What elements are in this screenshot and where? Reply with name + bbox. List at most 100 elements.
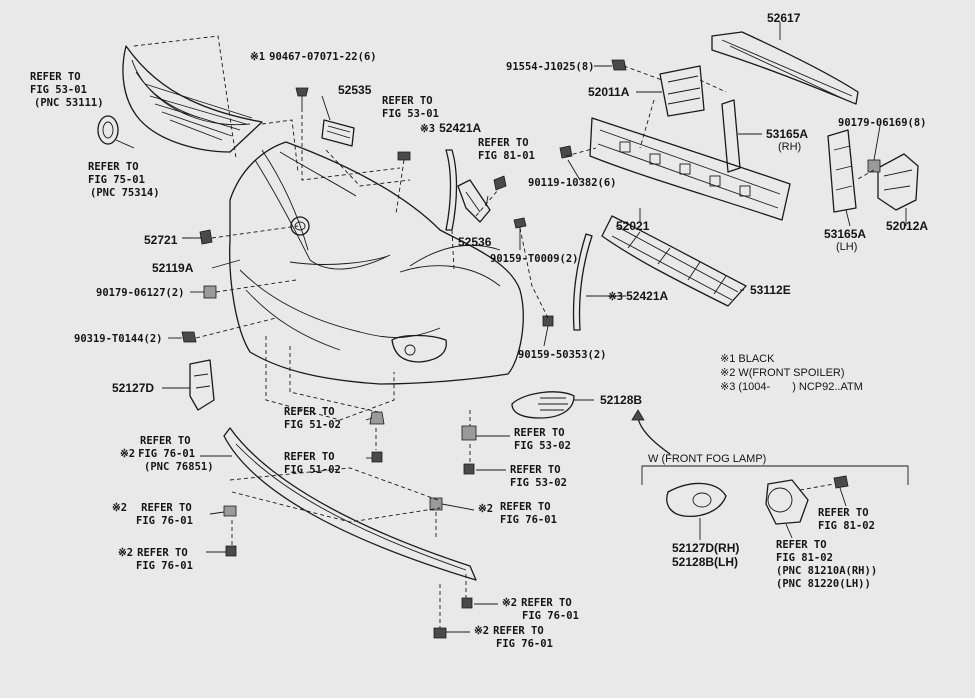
bracket-52536 [457, 179, 491, 223]
ref-pnc-81220: (PNC 81220(LH)) [776, 578, 871, 590]
label-52119a: 52119A [152, 261, 194, 275]
ref-pnc-53111: (PNC 53111) [34, 97, 104, 109]
bracket-52011a [659, 65, 705, 117]
label-rh: (RH) [778, 141, 801, 153]
fog-cover-52128b [511, 391, 575, 419]
ref-fig-53-02a-b: FIG 53-02 [514, 440, 571, 452]
label-52011a: 52011A [588, 85, 630, 99]
lower-fasteners [223, 411, 477, 639]
nut-90179-06127 [203, 285, 217, 299]
ref-fig-76-01-pnc-a: REFER TO [140, 435, 191, 447]
ref-fig-53-02b-a: REFER TO [510, 464, 561, 476]
ref-fig-53-02a-a: REFER TO [514, 427, 565, 439]
ref-fig-76-01g-b: FIG 76-01 [496, 638, 553, 650]
assembly-guidelines [133, 35, 875, 628]
fog-section-title: W (FRONT FOG LAMP) [648, 453, 766, 465]
label-52617: 52617 [767, 11, 801, 25]
ref-pnc-75314: (PNC 75314) [90, 187, 160, 199]
label-90179-06169: 90179-06169(8) [838, 117, 927, 129]
ref-fig-76-01e-a: REFER TO [500, 501, 551, 513]
fog-lamp-section [641, 465, 909, 540]
ref-fig-51-02a-a: REFER TO [284, 406, 335, 418]
labels: 52617 91554-J1025(8) 52011A 53165A (RH) … [30, 11, 928, 650]
ref-fig-81-02a-b: FIG 81-02 [818, 520, 875, 532]
ref-fig-81-01-a: REFER TO [478, 137, 529, 149]
ref-fig-75-01-a: REFER TO [88, 161, 139, 173]
upper-grille-opening [279, 151, 357, 197]
label-lh: (LH) [836, 241, 857, 253]
front-bumper-cover [229, 141, 524, 385]
label-90119: 90119-10382(6) [528, 177, 617, 189]
ref-pnc-76851: (PNC 76851) [144, 461, 214, 473]
ref-fig-53-01-a: REFER TO [30, 71, 81, 83]
legend-1: ※1 BLACK [720, 353, 775, 365]
legend-3: ※3 (1004-) NCP92..ATM [720, 381, 863, 393]
label-52021: 52021 [616, 219, 650, 233]
fog-cover-52127d-left [189, 359, 215, 411]
label-52128b: 52128B [600, 393, 642, 407]
leader-lines [115, 22, 907, 633]
ref-fig-51-02b-b: FIG 51-02 [284, 464, 341, 476]
label-53112e: 53112E [750, 283, 791, 297]
ref-fig-81-02a-a: REFER TO [818, 507, 869, 519]
label-52128b-lh: 52128B(LH) [672, 555, 738, 569]
ref-fig-53-01c-a: REFER TO [382, 95, 433, 107]
label-52127d-rh: 52127D(RH) [672, 541, 739, 555]
clip-90467 [295, 87, 309, 108]
ref-fig-51-02b-a: REFER TO [284, 451, 335, 463]
absorber-52617 [711, 31, 859, 105]
pointer-arrow [631, 409, 671, 455]
ref-pnc-81210a: (PNC 81210A(RH)) [776, 565, 877, 577]
emblem [97, 115, 119, 145]
label-52012a: 52012A [886, 219, 928, 233]
ref-fig-76-01e-mark: ※2 [478, 503, 493, 515]
screw-center [397, 151, 411, 161]
label-53165a-rh: 53165A [766, 127, 808, 141]
bracket-53165a-rh [721, 99, 741, 173]
screw-group-right [493, 145, 573, 327]
ref-fig-51-02a-b: FIG 51-02 [284, 419, 341, 431]
moulding-52421a-lower [572, 233, 593, 331]
label-90319: 90319-T0144(2) [74, 333, 163, 345]
ref-fig-81-02b-b: FIG 81-02 [776, 552, 833, 564]
ref-fig-53-01-b: FIG 53-01 [30, 84, 87, 96]
ref-fig-53-02b-b: FIG 53-02 [510, 477, 567, 489]
bolt-91554 [611, 59, 627, 71]
ref-fig-76-01c-b: FIG 76-01 [136, 515, 193, 527]
label-90159-50353: 90159-50353(2) [518, 349, 607, 361]
label-52127d: 52127D [112, 381, 154, 395]
ref-fig-76-01d-b: FIG 76-01 [136, 560, 193, 572]
lower-grille-53112e [601, 215, 747, 307]
label-52721: 52721 [144, 233, 178, 247]
label-90179-06127: 90179-06127(2) [96, 287, 185, 299]
reinforcement-52021 [589, 117, 791, 221]
label-52535: 52535 [338, 83, 372, 97]
front-spoiler [223, 427, 477, 581]
ref-fig-81-02b-a: REFER TO [776, 539, 827, 551]
label-91554: 91554-J1025(8) [506, 61, 595, 73]
ref-fig-76-01e-b: FIG 76-01 [500, 514, 557, 526]
ref-fig-75-01-b: FIG 75-01 [88, 174, 145, 186]
ref-fig-53-01c-b: FIG 53-01 [382, 108, 439, 120]
bracket-53165a-lh [827, 129, 857, 213]
ref-fig-81-01-b: FIG 81-01 [478, 150, 535, 162]
moulding-52421a-upper [445, 149, 458, 231]
label-90159-t0009: 90159-T0009(2) [490, 253, 579, 265]
label-52536: 52536 [458, 235, 492, 249]
clip-52721 [199, 229, 213, 245]
label-53165a-lh: 53165A [824, 227, 866, 241]
screw-90319 [181, 331, 197, 343]
bracket-52535 [321, 119, 355, 147]
radiator-grille [122, 45, 263, 153]
bracket-52012a [877, 153, 919, 211]
legend-2: ※2 W(FRONT SPOILER) [720, 367, 845, 379]
